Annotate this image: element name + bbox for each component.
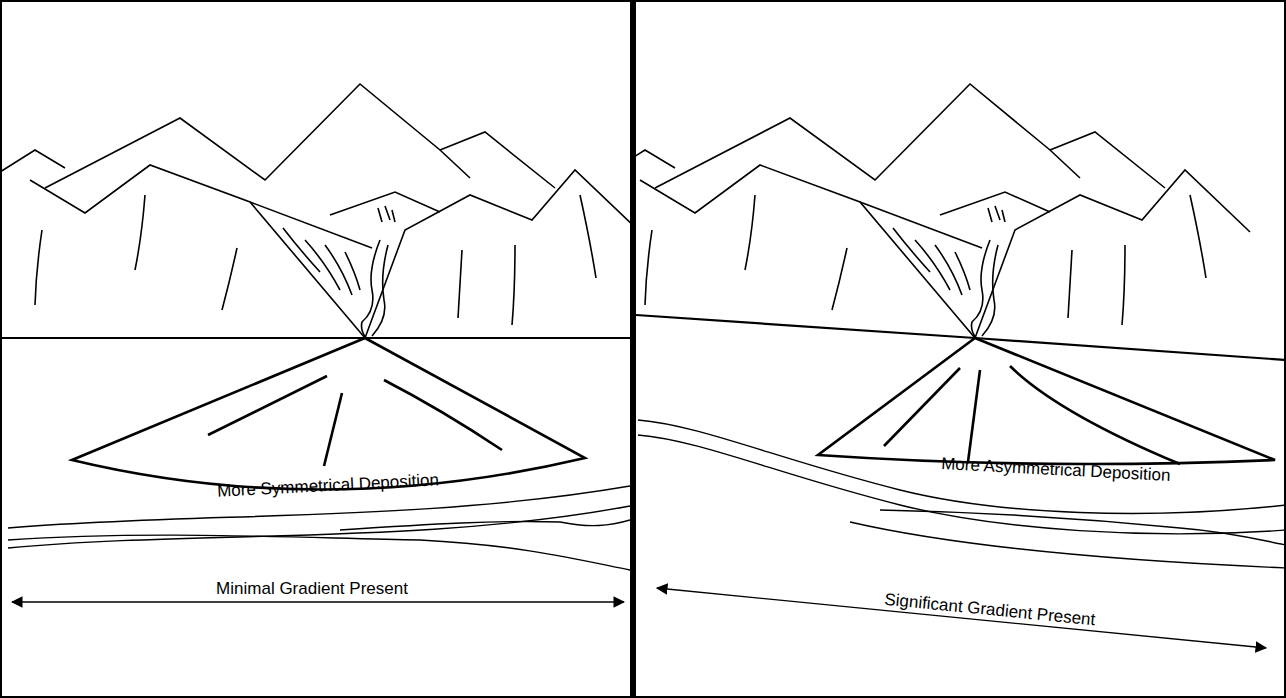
fan-line [1010,366,1180,464]
left-landscape [2,84,630,602]
fan-label: More Symmetrical Deposition [217,470,440,502]
fan-line [884,368,960,446]
gradient-label: Minimal Gradient Present [216,579,408,599]
fan-line [818,338,1275,464]
fan-line [72,338,585,490]
gradient-label: Significant Gradient Present [884,590,1097,631]
fan-line [324,393,342,466]
right-landscape [636,84,1284,648]
fan-label: More Asymmetrical Deposition [941,454,1171,486]
alluvial-fan: More Asymmetrical Deposition [818,338,1278,483]
fan-line [384,380,502,450]
fan-line [208,376,327,435]
alluvial-fan: More Symmetrical Deposition [72,338,588,506]
fan-line [968,370,980,462]
